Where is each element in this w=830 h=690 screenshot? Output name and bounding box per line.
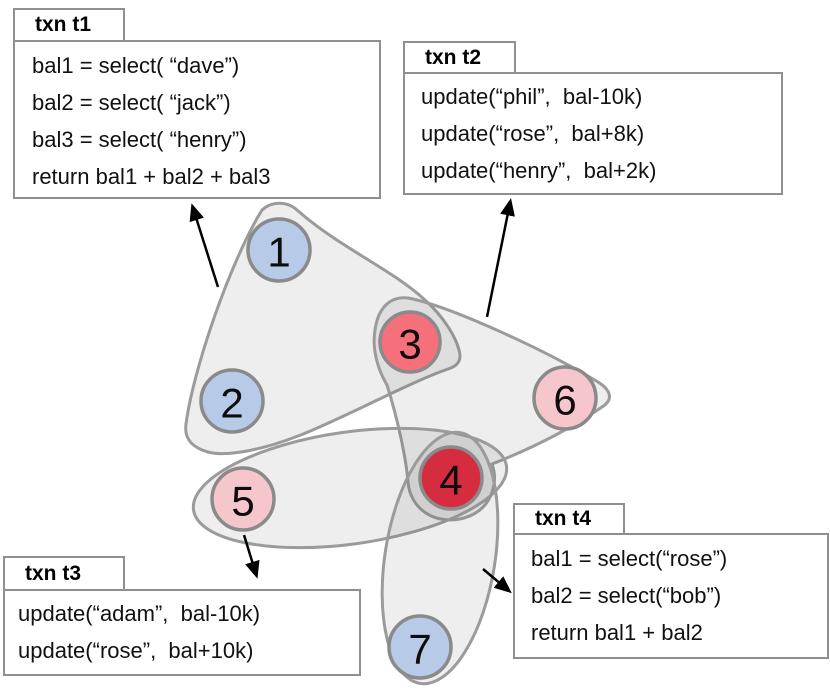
txn-t1-body: bal1 = select( “dave”) bal2 = select( “j… [13,40,381,199]
node-3: 3 [378,310,442,374]
node-7-circle [387,614,453,680]
txn-t1-tab: txn t1 [13,8,125,42]
arrow-to-txn-t2 [485,198,515,318]
txn-t4-tab: txn t4 [513,503,625,535]
node-5-circle [210,466,276,532]
node-1-label: 1 [267,229,290,276]
node-3-circle [378,310,442,374]
txn-t2-tab: txn t2 [403,41,516,74]
node-6-label: 6 [553,377,576,424]
node-3-label: 3 [398,321,421,368]
txn-t4-code-line: bal2 = select(“bob”) [531,583,722,608]
arrow-to-txn-t4 [482,568,512,594]
node-4-circle [418,445,484,511]
txn-t3-tab: txn t3 [3,556,125,591]
txn-t4-code-line: return bal1 + bal2 [531,620,703,645]
txn-t1-code-line: bal2 = select( “jack”) [32,90,231,115]
arrow-to-txn-t3 [242,534,260,579]
node-1-circle [246,217,312,283]
txn-t1-code-line: bal3 = select( “henry”) [32,127,247,152]
node-4-label: 4 [439,457,462,504]
node-7-label: 7 [408,626,431,673]
txn-t1-code-line: bal1 = select( “dave”) [32,53,240,78]
node-6-circle [532,365,598,431]
txn-t3-body: update(“adam”, bal-10k) update(“rose”, b… [3,589,361,676]
txn-t2-code-line: update(“rose”, bal+8k) [421,121,645,146]
txn-t2-code-line: update(“henry”, bal+2k) [421,158,657,183]
txn-t4-body: bal1 = select(“rose”) bal2 = select(“bob… [513,533,829,659]
txn-t2-body: update(“phil”, bal-10k) update(“rose”, b… [403,72,783,195]
node-7: 7 [387,614,453,680]
node-2-label: 2 [220,380,243,427]
node-2: 2 [199,368,265,434]
txn-t2-code-line: update(“phil”, bal-10k) [421,84,643,109]
txn-t4-code-line: bal1 = select(“rose”) [531,546,728,571]
txn-t3-code-line: update(“adam”, bal-10k) [18,601,261,626]
txn-t1-code-line: return bal1 + bal2 + bal3 [32,164,271,189]
txn-t3-code-line: update(“rose”, bal+10k) [18,638,254,663]
node-5-label: 5 [231,478,254,525]
arrow-to-txn-t1 [189,203,220,288]
node-6: 6 [532,365,598,431]
node-5: 5 [210,466,276,532]
node-2-circle [199,368,265,434]
node-4: 4 [418,445,484,511]
node-1: 1 [246,217,312,283]
